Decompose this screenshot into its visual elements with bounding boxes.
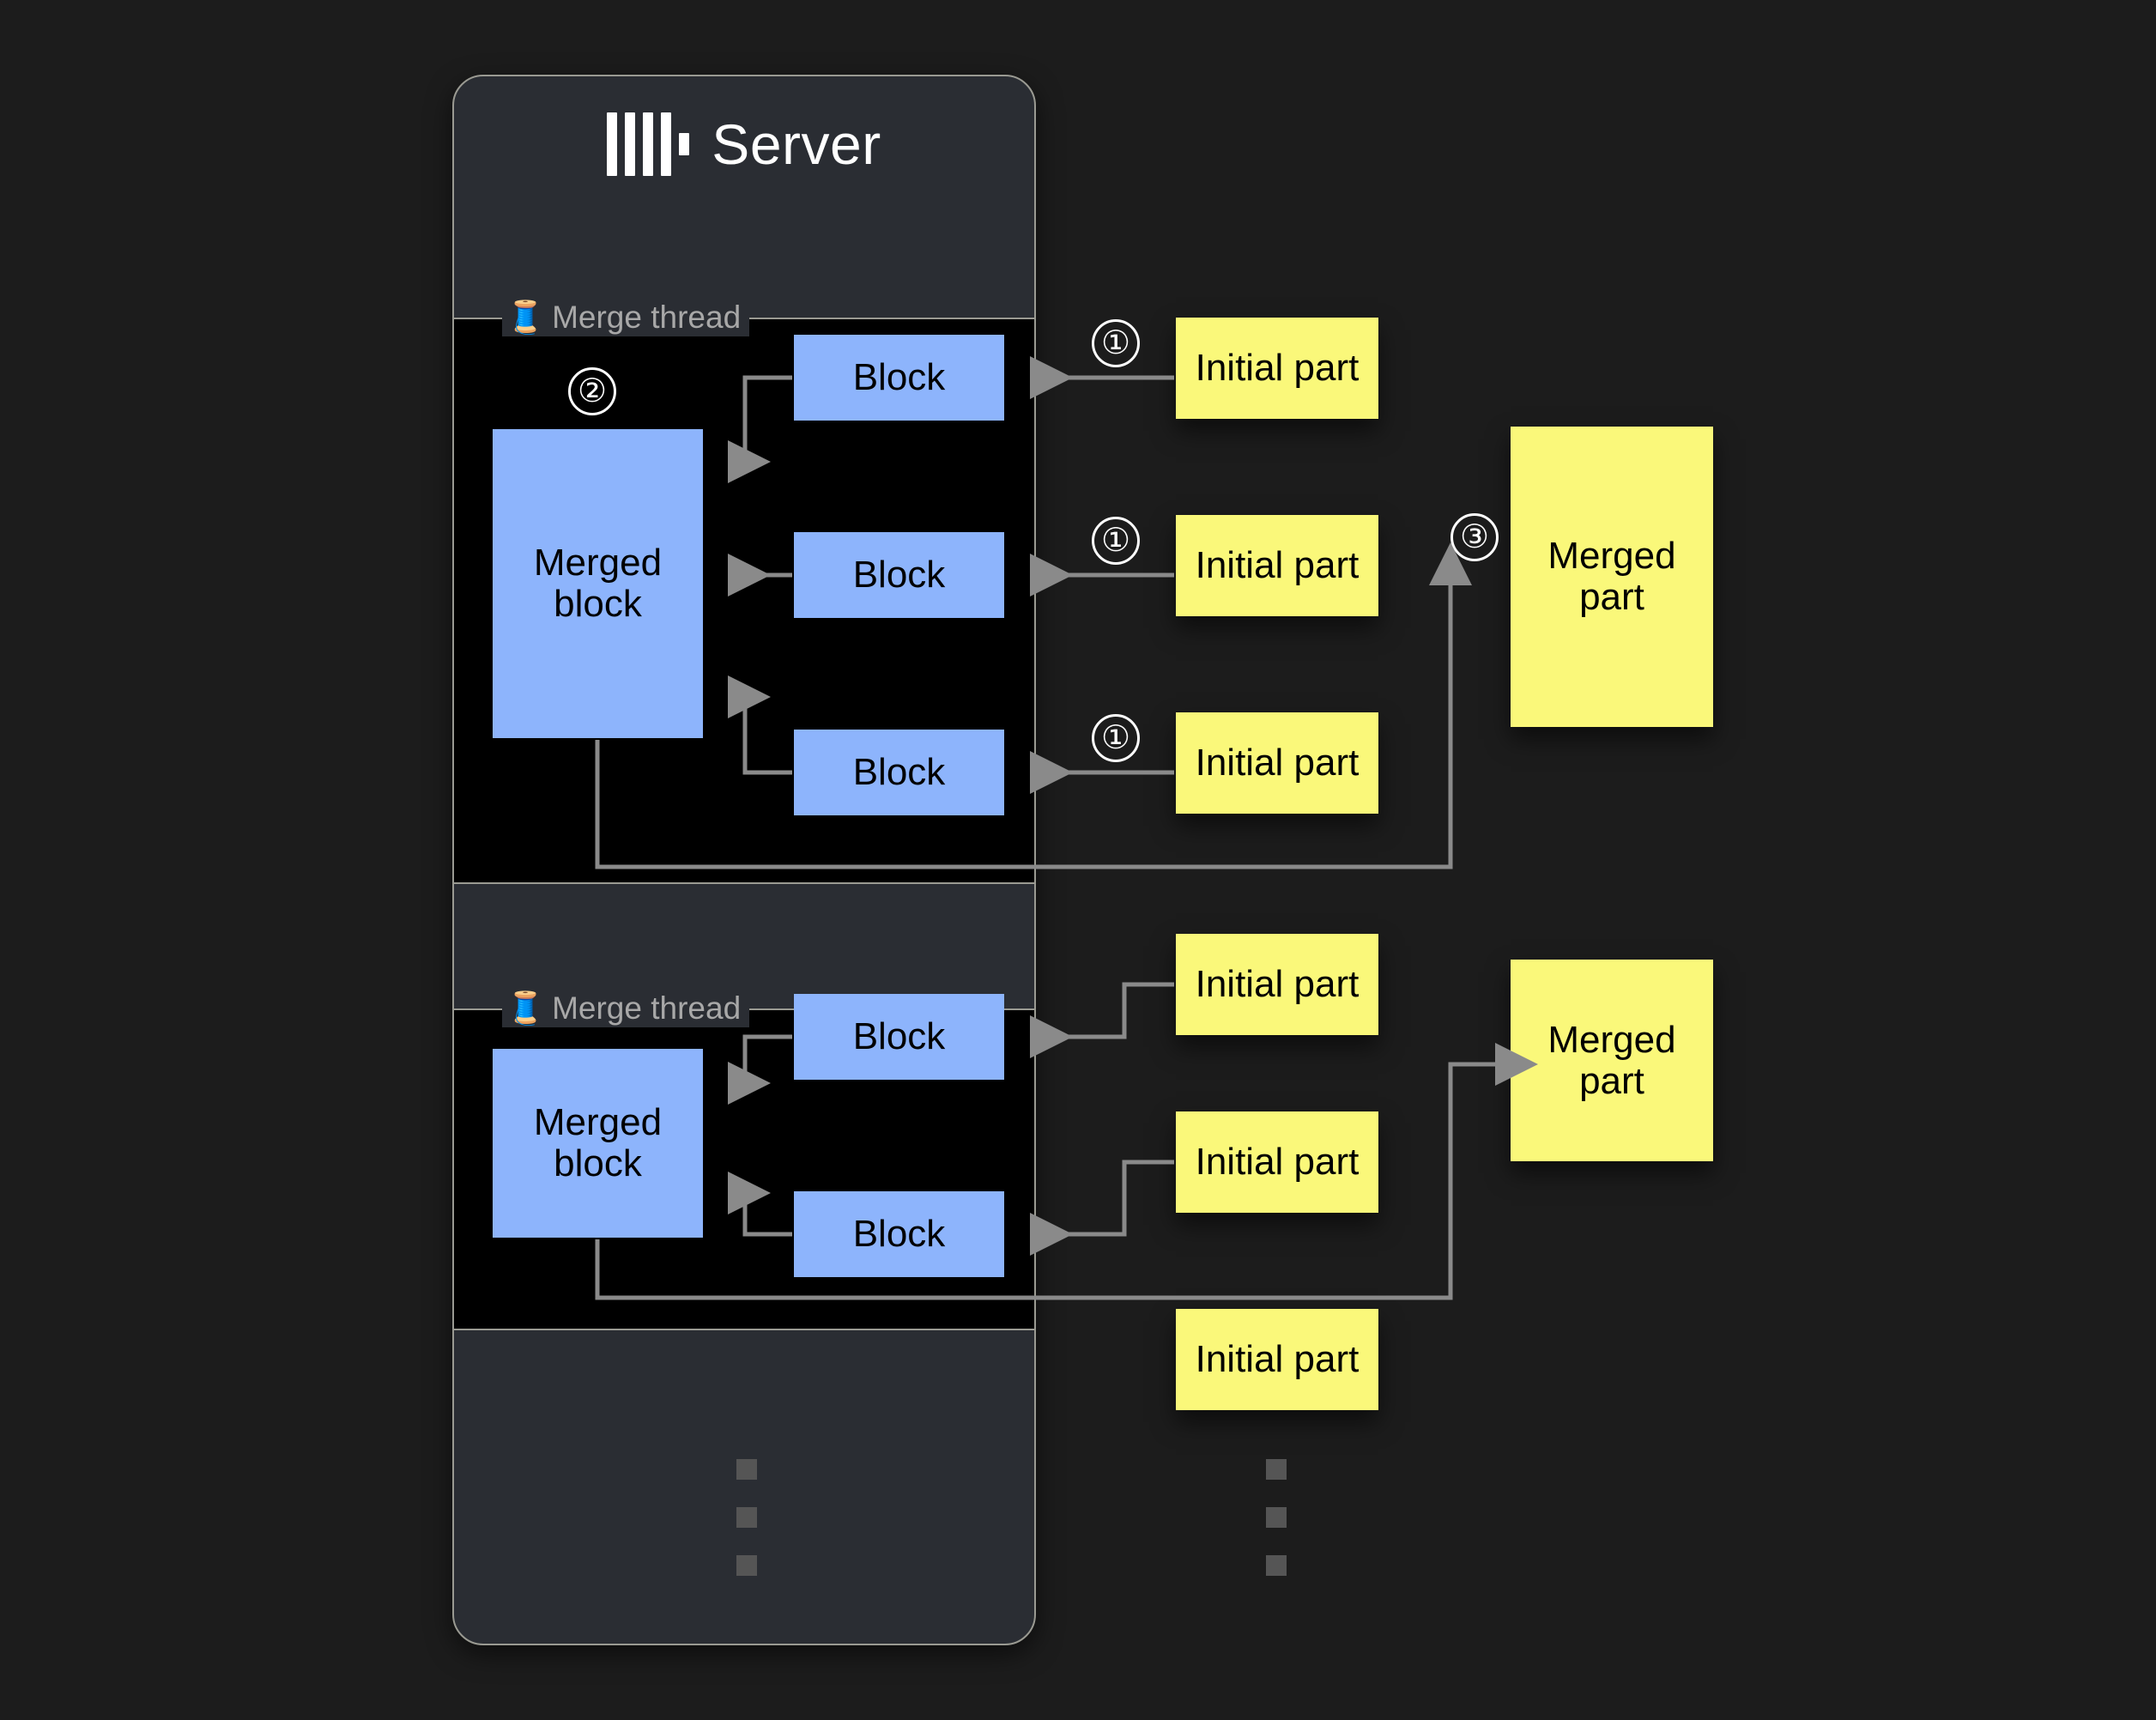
step-marker-three: ③: [1450, 513, 1499, 561]
ellipsis-dot: [736, 1459, 757, 1480]
initial-part-1-label: Initial part: [1195, 347, 1360, 390]
merged-block-1-label: Merged block: [533, 542, 663, 625]
initial-part-3: Initial part: [1176, 712, 1378, 814]
wire-initialpart4-to-block: [1030, 982, 1174, 1058]
initial-part-4: Initial part: [1176, 934, 1378, 1035]
block-1-2: Block: [794, 532, 1004, 618]
wire-initialpart5-to-block: [1030, 1160, 1174, 1256]
initial-part-5: Initial part: [1176, 1111, 1378, 1213]
merged-part-1: Merged part: [1511, 427, 1713, 727]
thread-spool-icon: 🧵: [506, 300, 546, 335]
initial-part-1: Initial part: [1176, 318, 1378, 419]
ellipsis-dot: [736, 1507, 757, 1528]
initial-part-5-label: Initial part: [1195, 1141, 1360, 1184]
merged-block-2: Merged block: [493, 1049, 703, 1238]
merge-thread-label-2: 🧵 Merge thread: [502, 990, 750, 1027]
merge-thread-label-text: Merge thread: [552, 990, 742, 1026]
merged-block-1: Merged block: [493, 429, 703, 738]
merged-part-2: Merged part: [1511, 960, 1713, 1161]
initial-part-6-label: Initial part: [1195, 1338, 1360, 1381]
initial-part-2-label: Initial part: [1195, 544, 1360, 587]
block-1-2-label: Block: [852, 554, 946, 597]
merged-part-1-label: Merged part: [1547, 535, 1676, 618]
initial-part-3-label: Initial part: [1195, 742, 1360, 784]
block-1-1: Block: [794, 335, 1004, 421]
step-marker-one-a: ①: [1092, 319, 1140, 367]
initial-part-2: Initial part: [1176, 515, 1378, 616]
merged-block-2-label: Merged block: [533, 1101, 663, 1184]
server-ellipsis: [736, 1459, 757, 1603]
step-marker-two: ②: [568, 367, 616, 415]
block-1-1-label: Block: [852, 356, 946, 399]
thread-spool-icon: 🧵: [506, 990, 546, 1026]
block-2-2-label: Block: [852, 1213, 946, 1256]
ellipsis-dot: [1266, 1555, 1287, 1576]
block-2-2: Block: [794, 1191, 1004, 1277]
parts-ellipsis: [1266, 1459, 1287, 1603]
block-2-1-label: Block: [852, 1015, 946, 1058]
block-2-1: Block: [794, 994, 1004, 1080]
merged-part-2-label: Merged part: [1547, 1018, 1676, 1102]
merge-thread-label-text: Merge thread: [552, 300, 742, 335]
step-marker-one-c: ①: [1092, 714, 1140, 762]
block-1-3: Block: [794, 730, 1004, 815]
merge-thread-label-1: 🧵 Merge thread: [502, 299, 750, 336]
initial-part-6: Initial part: [1176, 1309, 1378, 1410]
step-marker-one-b: ①: [1092, 517, 1140, 565]
ellipsis-dot: [1266, 1459, 1287, 1480]
block-1-3-label: Block: [852, 751, 946, 794]
initial-part-4-label: Initial part: [1195, 963, 1360, 1006]
ellipsis-dot: [1266, 1507, 1287, 1528]
ellipsis-dot: [736, 1555, 757, 1576]
